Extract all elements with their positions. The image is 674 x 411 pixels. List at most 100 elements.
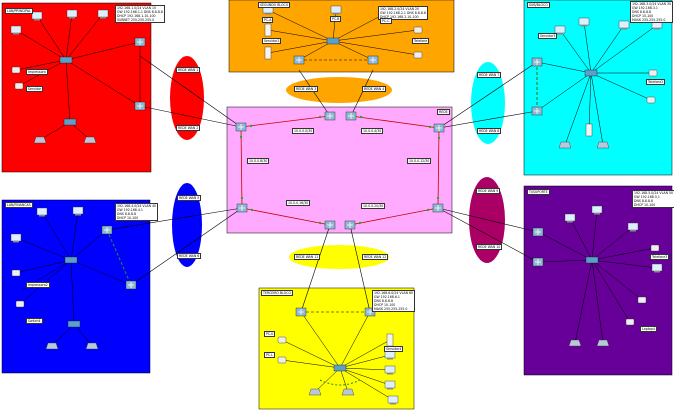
wan-links [106,55,539,313]
device-label: Telefone3 [650,254,670,260]
zone-title-purple: TI/SUPORTE [527,189,550,195]
phone-icon [15,300,25,308]
router-icon-arrows [435,205,441,211]
ellipse-red [170,56,204,140]
router-icon-arrows [104,227,110,233]
router-icon-arrows [327,113,333,119]
ellipse-blue [172,183,202,267]
phone-icon [14,82,24,90]
device-label: Telefone2 [646,79,666,85]
router-icon-arrows [534,59,540,65]
laptop-icon [341,388,355,396]
info-line: SUBNET 255.255.255.0 [117,18,155,22]
info-line: GW 192.168.5.1 [634,195,660,199]
device-label: Servidor3 [538,33,558,39]
info-line: DNS 8.8.8.8 [374,299,394,303]
device-label: Servidor2 [262,38,282,44]
wan-label: REDE WAN 9 [476,188,501,194]
pc-icon [554,25,566,34]
switch-icon [63,118,77,126]
info-line: 192.168.1.0/24 VLAN 10 [117,6,157,10]
pc-icon-base [39,215,45,217]
info-line: GW 192.168.2.1 DNS 8.8.8.8 [380,11,426,15]
info-line: DHCP 192.168.1.10-100 [117,14,156,18]
phone-icon [648,69,658,77]
pc-icon-base [630,230,636,232]
info-line: DHCP 10-100 [374,303,396,307]
wan-label: REDE WAN 12 [362,254,389,260]
info-line: 192.168.4.0/24 VLAN 40 [117,204,157,208]
device-label: PC-B [330,16,342,22]
pc-icon-base [387,373,393,375]
router-icon-arrows [296,57,302,63]
device-label: PC-L [264,352,276,358]
pc-icon-base [34,19,40,21]
laptop-icon [85,342,99,350]
switch-icon [333,364,347,372]
zone-core [226,106,453,234]
wan-label: REDE WAN 8 [477,128,502,134]
purple-topology [537,209,658,344]
ellipse-cyan [471,62,505,144]
device-label: Laptop4 [640,326,658,332]
info-line: DNS 8.8.8.8 [634,199,654,203]
pc-icon-base [387,358,393,360]
pc-icon [10,25,22,34]
switch-icon [64,256,78,264]
pc-icon-base [100,17,106,19]
pc-icon [36,207,48,216]
pc-icon [564,213,576,222]
pc-icon [591,205,603,214]
cyan-topology [536,21,658,146]
pc-icon [384,380,396,389]
info-line: GW 192.168.6.1 [374,295,400,299]
pc-icon-base [69,17,75,19]
device-icons [10,5,663,405]
switch-icon [59,56,73,64]
phone-icon [625,318,635,326]
core-link-label: 10.0.0.8/30 [247,158,270,164]
pc-icon-base [333,13,339,15]
laptop-icon [558,141,572,149]
wan-label: REDE WAN 2 [176,125,201,131]
laptop-icon [308,388,322,396]
core-link-label: 10.0.0.4/30 [361,128,384,134]
router-icon-arrows [238,124,244,130]
switch-icon [326,37,340,45]
phone-icon [413,51,423,59]
laptop-icon [33,136,47,144]
router-icon-arrows [327,222,333,228]
info-box-orange: 192.168.2.0/24 VLAN 20 GW 192.168.2.1 DN… [378,6,428,20]
server-icon [386,333,394,347]
info-box-blue: 192.168.4.0/24 VLAN 40 GW 192.168.4.1 DN… [115,203,159,221]
router-icon-arrows [534,108,540,114]
pc-icon-base [265,13,271,15]
pc-icon-base [387,388,393,390]
yellow-arc [319,379,361,386]
info-line: 192.168.6.0/24 VLAN 60 [374,291,414,295]
pc-icon-base [594,213,600,215]
laptop-icon [83,136,97,144]
laptop-icon [45,342,59,350]
core-link-label: 10.0.0.0/30 [292,128,315,134]
device-label: Servidor4 [384,346,404,352]
info-line: DNS 8.8.8.8 [632,10,652,14]
blue-redundant-link [106,229,132,286]
server-icon [264,23,272,37]
device-label: Switch4 [26,318,43,324]
pc-icon-base [390,403,396,405]
wan-label: REDE WAN 11 [294,254,321,260]
router-icon-arrows [535,259,541,265]
laptop-icon [596,141,610,149]
info-box-yellow: 192.168.6.0/24 VLAN 60 GW 192.168.6.1 DN… [372,290,416,312]
phone-icon [11,66,21,74]
router-icon-arrows [298,309,304,315]
switch-icon [584,69,598,77]
pc-icon-base [621,28,627,30]
info-line: 192.168.2.0/24 VLAN 20 [380,7,420,11]
switch-icon [585,256,599,264]
router-icon-arrows [436,125,442,131]
pc-icon [66,9,78,18]
pc-icon [578,17,590,26]
